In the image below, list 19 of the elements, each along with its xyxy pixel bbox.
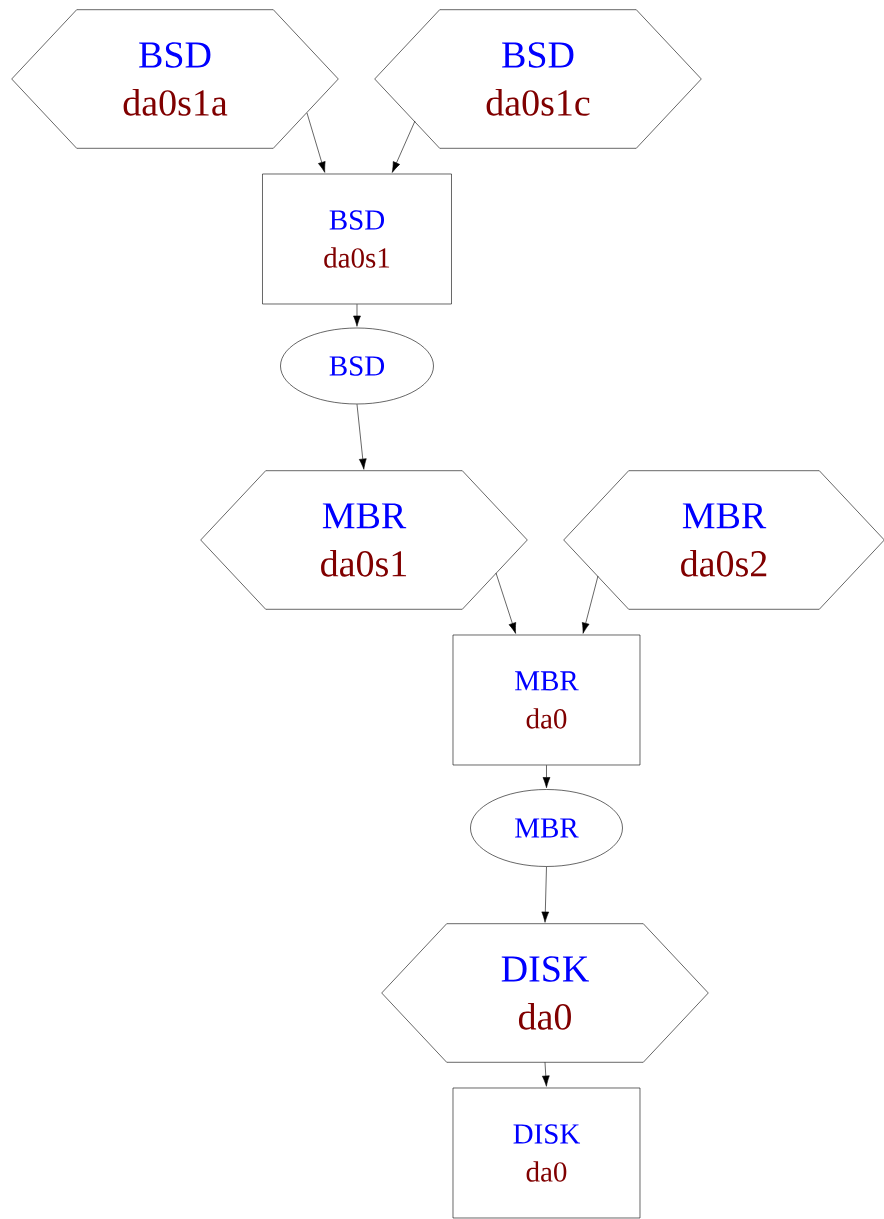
box-node: DISK da0 <box>452 1087 641 1219</box>
hexagon-node: BSD da0s1a <box>11 9 339 149</box>
ellipse-node: MBR <box>470 789 623 867</box>
arrow <box>495 572 517 634</box>
hexagon-node: MBR da0s2 <box>563 470 884 610</box>
arrow <box>541 866 550 923</box>
box-node: MBR da0 <box>452 634 641 766</box>
hexagon-node: MBR da0s1 <box>200 470 528 610</box>
arrow <box>356 404 367 470</box>
arrow <box>581 575 599 634</box>
arrow <box>353 304 361 327</box>
ellipse-node: BSD <box>280 327 434 405</box>
box-node: BSD da0s1 <box>262 173 452 305</box>
arrow <box>542 765 551 789</box>
arrow <box>542 1062 550 1087</box>
arrow <box>306 112 326 173</box>
arrow <box>391 120 416 173</box>
hexagon-node: BSD da0s1c <box>374 9 702 149</box>
hexagon-node: DISK da0 <box>381 923 709 1063</box>
